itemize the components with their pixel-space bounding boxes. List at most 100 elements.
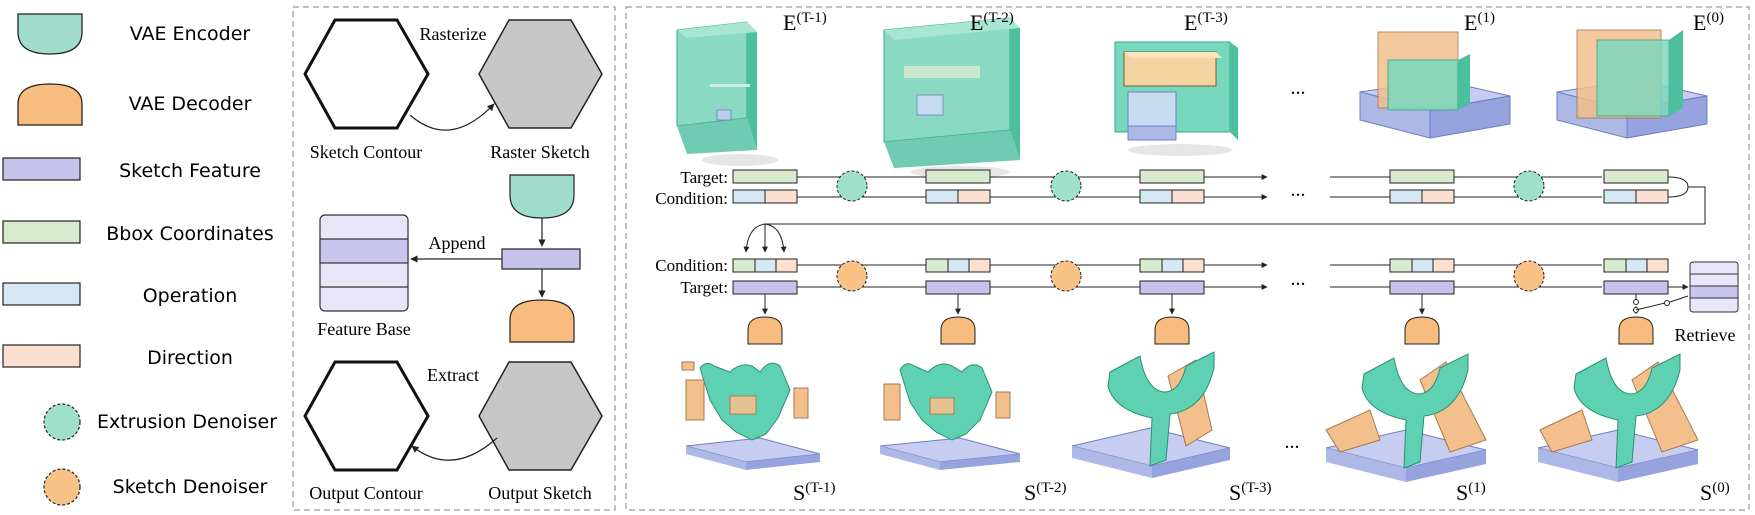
s-label-4-sup: (1)	[1468, 480, 1486, 496]
e-label-4: E(1)	[1464, 10, 1495, 35]
feature-base-stack	[319, 214, 409, 312]
e-label-4-sup: (1)	[1477, 10, 1495, 26]
e-label-3: E(T-3)	[1184, 10, 1228, 35]
legend-label-decoder: VAE Decoder	[129, 93, 252, 115]
sketch-contour-hexagon	[303, 18, 430, 130]
extrusion-render-5	[1556, 29, 1708, 139]
token-column-4-bottom	[1389, 258, 1455, 295]
extract-arrow	[411, 437, 498, 461]
e-label-3-base: E	[1184, 10, 1197, 35]
e-label-5: E(0)	[1693, 10, 1724, 35]
condition-label-top: Condition:	[655, 189, 728, 208]
ellipsis-row-top: ...	[1291, 179, 1306, 201]
legend-label-bbox: Bbox Coordinates	[106, 223, 273, 245]
retrieve-feature-stack	[1689, 261, 1739, 313]
legend-label-operation: Operation	[143, 285, 238, 307]
e-label-1: E(T-1)	[783, 10, 827, 35]
extrusion-denoiser-1	[836, 170, 868, 202]
token-column-2-top	[925, 169, 991, 204]
middle-encoder	[509, 174, 575, 219]
sketch-contour-label: Sketch Contour	[310, 142, 423, 162]
ellipsis-bottom: ...	[1285, 431, 1300, 453]
output-contour-label: Output Contour	[309, 483, 423, 503]
e-label-1-base: E	[783, 10, 796, 35]
right-panel-border	[625, 6, 1750, 511]
s-label-1-base: S	[793, 480, 805, 505]
s-label-5-base: S	[1700, 480, 1712, 505]
raster-sketch-hexagon	[478, 19, 603, 129]
legend-decoder-swatch	[17, 83, 83, 126]
feature-base-label: Feature Base	[317, 319, 410, 339]
s-label-2-base: S	[1024, 480, 1036, 505]
e-label-4-base: E	[1464, 10, 1477, 35]
extract-label: Extract	[427, 365, 479, 385]
extrusion-denoiser-3	[1513, 170, 1545, 202]
legend-bbox-swatch	[2, 220, 81, 244]
loop-arrow-3	[764, 223, 787, 253]
middle-decoder	[509, 299, 575, 343]
extrusion-render-3	[1114, 41, 1238, 156]
s-label-1-sup: (T-1)	[805, 480, 835, 496]
middle-sketch-feature	[501, 248, 581, 270]
legend-extrusion-denoiser-swatch	[43, 403, 81, 441]
e-label-5-sup: (0)	[1706, 10, 1724, 26]
append-label: Append	[429, 233, 486, 253]
cad-render-5	[1537, 353, 1699, 482]
extrusion-denoiser-2	[1050, 170, 1082, 202]
condition-label-bottom: Condition:	[655, 256, 728, 275]
e-label-5-base: E	[1693, 10, 1706, 35]
s-label-5-sup: (0)	[1712, 480, 1730, 496]
s-label-4: S(1)	[1456, 480, 1486, 505]
token-column-3-top	[1139, 169, 1205, 204]
extrusion-render-1	[676, 21, 778, 166]
output-contour-hexagon	[303, 360, 430, 472]
decoder-4	[1404, 316, 1440, 345]
ellipsis-top: ...	[1291, 77, 1306, 99]
retrieve-switch	[1633, 294, 1689, 314]
token-column-5-top	[1603, 169, 1669, 204]
token-column-5-bottom	[1603, 258, 1669, 295]
e-label-2: E(T-2)	[970, 10, 1014, 35]
cad-render-2	[879, 363, 1021, 470]
legend-label-encoder: VAE Encoder	[130, 23, 251, 45]
token-column-1-bottom	[732, 258, 798, 295]
sketch-denoiser-3	[1513, 260, 1545, 292]
extrusion-render-4	[1359, 31, 1511, 139]
right-panel: E(T-1) E(T-2) E(T-3) E(1) E(0) ... Targe…	[625, 6, 1750, 511]
s-label-5: S(0)	[1700, 480, 1730, 505]
sketch-denoiser-1	[836, 260, 868, 292]
e-label-1-sup: (T-1)	[796, 10, 826, 26]
token-column-2-bottom	[925, 258, 991, 295]
legend-label-extrusion-denoiser: Extrusion Denoiser	[97, 411, 277, 433]
legend-label-sketch-denoiser: Sketch Denoiser	[113, 476, 268, 498]
legend-label-direction: Direction	[147, 347, 233, 369]
target-label-bottom: Target:	[680, 278, 728, 297]
output-sketch-label: Output Sketch	[488, 483, 592, 503]
cad-render-4	[1325, 353, 1487, 482]
s-label-3: S(T-3)	[1229, 480, 1272, 505]
merge-bracket	[1667, 176, 1689, 198]
decoder-1	[747, 316, 783, 345]
e-label-3-sup: (T-3)	[1197, 10, 1227, 26]
s-label-3-base: S	[1229, 480, 1241, 505]
target-label-top: Target:	[680, 168, 728, 187]
e-label-2-base: E	[970, 10, 983, 35]
ellipsis-row-bottom: ...	[1291, 268, 1306, 290]
extrusion-render-2	[883, 17, 1020, 178]
token-column-4-top	[1389, 169, 1455, 204]
rasterize-label: Rasterize	[420, 24, 487, 44]
e-label-2-sup: (T-2)	[983, 10, 1013, 26]
s-label-2: S(T-2)	[1024, 480, 1067, 505]
decoder-2	[940, 316, 976, 345]
token-column-1-top	[732, 169, 798, 204]
output-sketch-hexagon	[478, 361, 603, 471]
sketch-denoiser-2	[1050, 260, 1082, 292]
loop-arrow-1	[743, 223, 766, 253]
rasterize-arrow	[409, 103, 495, 131]
retrieve-label: Retrieve	[1675, 325, 1736, 345]
s-label-3-sup: (T-3)	[1241, 480, 1271, 496]
loop-connector	[765, 186, 1706, 225]
legend-label-sketch-feature: Sketch Feature	[119, 160, 261, 182]
s-label-1: S(T-1)	[793, 480, 836, 505]
